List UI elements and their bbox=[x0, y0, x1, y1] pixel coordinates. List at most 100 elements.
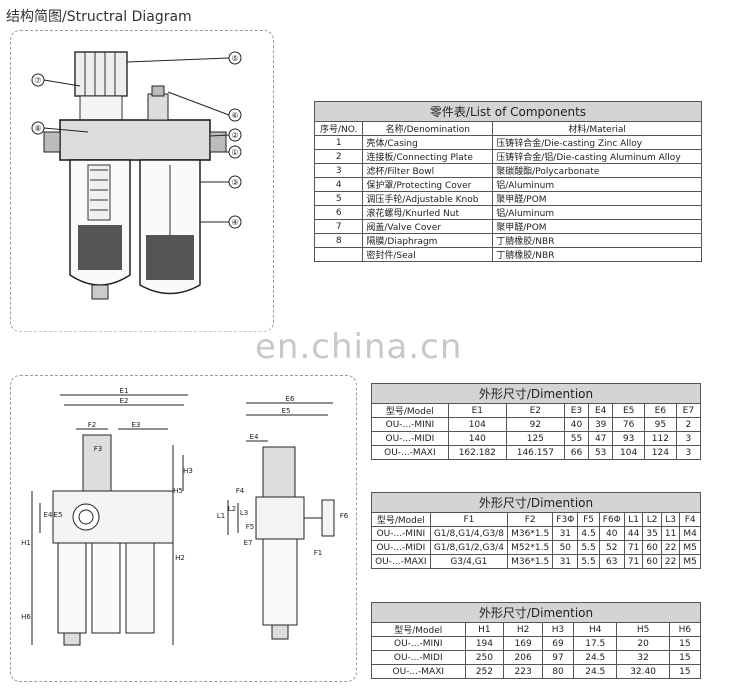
value-cell: 31 bbox=[552, 526, 579, 541]
value-cell: 169 bbox=[503, 636, 543, 651]
component-material: 聚甲醛/POM bbox=[492, 219, 702, 234]
value-cell: 22 bbox=[660, 540, 681, 555]
dimension-diagram: E1 E2 E3 F2 F3 E4 E5 H1 H2 H3 H5 H6 bbox=[18, 385, 353, 675]
value-cell: 69 bbox=[541, 636, 575, 651]
column-header: F3Φ bbox=[552, 512, 579, 527]
component-name: 滚花螺母/Knurled Nut bbox=[362, 205, 494, 220]
value-cell: 97 bbox=[541, 650, 575, 665]
value-cell: 40 bbox=[563, 417, 590, 432]
component-material: 压铸锌合金/铝/Die-casting Aluminum Alloy bbox=[492, 149, 702, 164]
value-cell: 15 bbox=[668, 664, 702, 679]
component-name: 壳体/Casing bbox=[362, 135, 494, 150]
value-cell: 223 bbox=[503, 664, 543, 679]
column-header: H3 bbox=[541, 622, 575, 637]
value-cell: 11 bbox=[660, 526, 681, 541]
column-header: 型号/Model bbox=[371, 512, 431, 527]
header-material: 材料/Material bbox=[492, 121, 702, 136]
dim-label-side-e4: E4 bbox=[250, 433, 259, 441]
column-header: L2 bbox=[642, 512, 662, 527]
value-cell: M36*1.5 bbox=[507, 526, 554, 541]
component-material: 压铸锌合金/Die-casting Zinc Alloy bbox=[492, 135, 702, 150]
model-cell: OU-...-MIDI bbox=[371, 431, 449, 446]
component-name: 连接板/Connecting Plate bbox=[362, 149, 494, 164]
component-material: 聚甲醛/POM bbox=[492, 191, 702, 206]
component-material: 铝/Aluminum bbox=[492, 177, 702, 192]
column-header: H2 bbox=[503, 622, 543, 637]
value-cell: 24.5 bbox=[573, 650, 618, 665]
value-cell: M4 bbox=[679, 526, 701, 541]
callout-4: ④ bbox=[231, 218, 238, 227]
value-cell: 162.182 bbox=[447, 445, 507, 460]
column-header: E1 bbox=[447, 403, 507, 418]
dimension-diagram-frame bbox=[10, 375, 357, 682]
value-cell: 112 bbox=[644, 431, 677, 446]
dim-label-f2: F2 bbox=[88, 421, 96, 429]
value-cell: 3 bbox=[675, 445, 702, 460]
value-cell: 93 bbox=[612, 431, 646, 446]
value-cell: 71 bbox=[623, 540, 644, 555]
value-cell: 60 bbox=[642, 540, 662, 555]
dim-label-e1: E1 bbox=[120, 387, 129, 395]
component-name: 调压手轮/Adjustable Knob bbox=[362, 191, 494, 206]
value-cell: 104 bbox=[612, 445, 646, 460]
value-cell: 80 bbox=[541, 664, 575, 679]
dim-label-f3: F3 bbox=[94, 445, 102, 453]
value-cell: 140 bbox=[447, 431, 507, 446]
value-cell: 4.5 bbox=[577, 526, 600, 541]
component-no: 7 bbox=[313, 219, 364, 234]
column-header: H1 bbox=[464, 622, 505, 637]
dim3-caption: 外形尺寸/Dimention bbox=[371, 602, 701, 622]
component-no: 4 bbox=[313, 177, 364, 192]
value-cell: 53 bbox=[588, 445, 614, 460]
value-cell: 66 bbox=[563, 445, 590, 460]
value-cell: 50 bbox=[552, 540, 579, 555]
value-cell: 92 bbox=[505, 417, 565, 432]
value-cell: 32.40 bbox=[616, 664, 670, 679]
component-no: 2 bbox=[313, 149, 364, 164]
callout-5: ⑤ bbox=[231, 54, 238, 63]
model-cell: OU-...-MINI bbox=[371, 636, 466, 651]
dim2-caption: 外形尺寸/Dimention bbox=[371, 492, 701, 512]
value-cell: 124 bbox=[644, 445, 677, 460]
value-cell: 104 bbox=[447, 417, 507, 432]
column-header: F1 bbox=[429, 512, 509, 527]
value-cell: 24.5 bbox=[573, 664, 618, 679]
column-header: E6 bbox=[644, 403, 677, 418]
dim-label-l3: L3 bbox=[240, 509, 248, 517]
dim-label-h2: H2 bbox=[175, 554, 185, 562]
value-cell: 44 bbox=[623, 526, 644, 541]
value-cell: 194 bbox=[464, 636, 505, 651]
value-cell: 20 bbox=[616, 636, 670, 651]
column-header: H5 bbox=[616, 622, 670, 637]
column-header: L3 bbox=[660, 512, 681, 527]
column-header: E2 bbox=[505, 403, 565, 418]
dim-label-f1: F1 bbox=[314, 549, 322, 557]
value-cell: G1/8,G1/4,G3/8 bbox=[429, 526, 509, 541]
watermark-text: en.china.cn bbox=[255, 327, 463, 367]
value-cell: 40 bbox=[598, 526, 625, 541]
dim-label-e5: E5 bbox=[54, 511, 63, 519]
column-header: E3 bbox=[563, 403, 590, 418]
header-denomination: 名称/Denomination bbox=[362, 121, 494, 136]
column-header: E5 bbox=[612, 403, 646, 418]
value-cell: M36*1.5 bbox=[507, 554, 554, 569]
dim-label-l2: L2 bbox=[228, 505, 236, 513]
column-header: F5 bbox=[577, 512, 600, 527]
dim-label-e7: E7 bbox=[244, 539, 253, 547]
model-cell: OU-...-MINI bbox=[371, 526, 431, 541]
components-table: 零件表/List of Components 序号/NO. 名称/Denomin… bbox=[313, 101, 702, 262]
column-header: F2 bbox=[507, 512, 554, 527]
